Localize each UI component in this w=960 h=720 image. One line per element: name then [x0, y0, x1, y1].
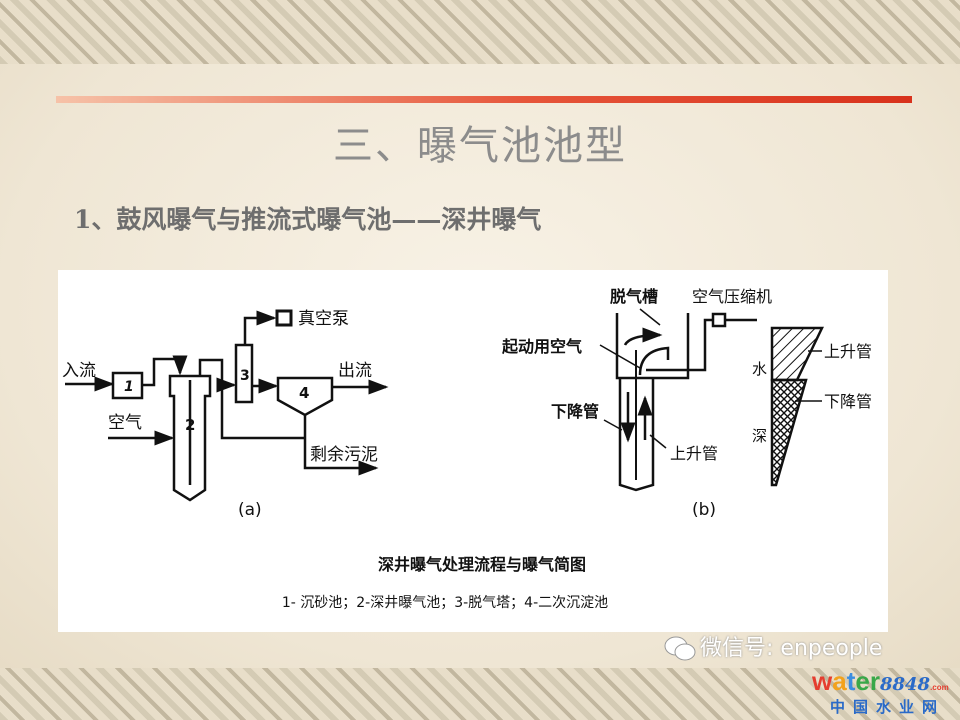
degassing-tank-walls	[615, 313, 690, 380]
label-riser: 上升管	[670, 444, 718, 463]
clarifier	[276, 376, 334, 417]
sludge-arrow	[303, 415, 379, 476]
deep-well-tank	[168, 374, 212, 502]
downcomer-pressure-area	[770, 378, 808, 487]
water8848-logo: water8848.com	[812, 666, 949, 696]
flow-arrow-riser	[638, 346, 670, 376]
flow-arrow-top	[623, 327, 663, 346]
label-downcomer: 下降管	[551, 402, 599, 421]
riser-pressure-area	[770, 326, 824, 382]
label-inflow: 入流	[62, 361, 96, 381]
label-outflow: 出流	[338, 361, 372, 381]
label-unit-3: 3	[240, 368, 250, 384]
label-water: 水	[752, 360, 767, 378]
air-supply-pipe	[646, 318, 713, 372]
label-vacuum-pump: 真空泵	[298, 309, 349, 329]
leader-riser	[649, 434, 667, 449]
wechat-watermark: 微信号: enpeople	[700, 636, 883, 661]
decorative-border-top	[0, 0, 960, 64]
label-air-compressor: 空气压缩机	[692, 287, 772, 306]
label-chart-riser: 上升管	[824, 342, 872, 361]
caption-b: (b)	[692, 500, 716, 520]
diagram-a	[65, 309, 389, 502]
figure-caption: 深井曝气处理流程与曝气简图	[378, 555, 586, 574]
leader-downcomer	[603, 419, 623, 431]
vacuum-pump-box	[275, 309, 293, 327]
logo-chinese: 中国水业网	[830, 698, 946, 716]
downcomer-shaft	[618, 378, 655, 492]
label-depth: 深	[752, 427, 767, 445]
leader-startup-air	[599, 344, 641, 369]
diagram-b	[599, 308, 824, 492]
figure-panel	[58, 270, 888, 632]
leader-degassing	[639, 308, 661, 326]
decorative-border-bottom	[0, 668, 960, 720]
pipe-2-3	[198, 358, 237, 393]
logo-domain: .com	[930, 683, 949, 692]
label-air: 空气	[108, 413, 142, 433]
label-unit-2: 2	[185, 416, 195, 434]
label-startup-air: 起动用空气	[501, 337, 582, 356]
label-excess-sludge: 剩余污泥	[310, 445, 378, 465]
slide-subtitle: 1、鼓风曝气与推流式曝气池——深井曝气	[74, 205, 542, 234]
wechat-icon	[664, 636, 696, 661]
pipe-1-2	[142, 355, 188, 387]
slide-title: 三、曝气池池型	[333, 123, 627, 169]
label-chart-downcomer: 下降管	[824, 392, 872, 411]
accent-line	[56, 96, 912, 103]
caption-a: (a)	[238, 500, 262, 520]
return-sludge-line	[220, 385, 305, 440]
compressor-box	[711, 312, 727, 328]
figure-legend: 1- 沉砂池；2-深井曝气池；3-脱气塔；4-二次沉淀池	[282, 595, 608, 611]
label-unit-4: 4	[299, 384, 309, 402]
label-degassing-tank: 脱气槽	[610, 287, 658, 306]
pipe-3-pump	[243, 310, 277, 345]
label-unit-1: 1	[124, 379, 134, 395]
